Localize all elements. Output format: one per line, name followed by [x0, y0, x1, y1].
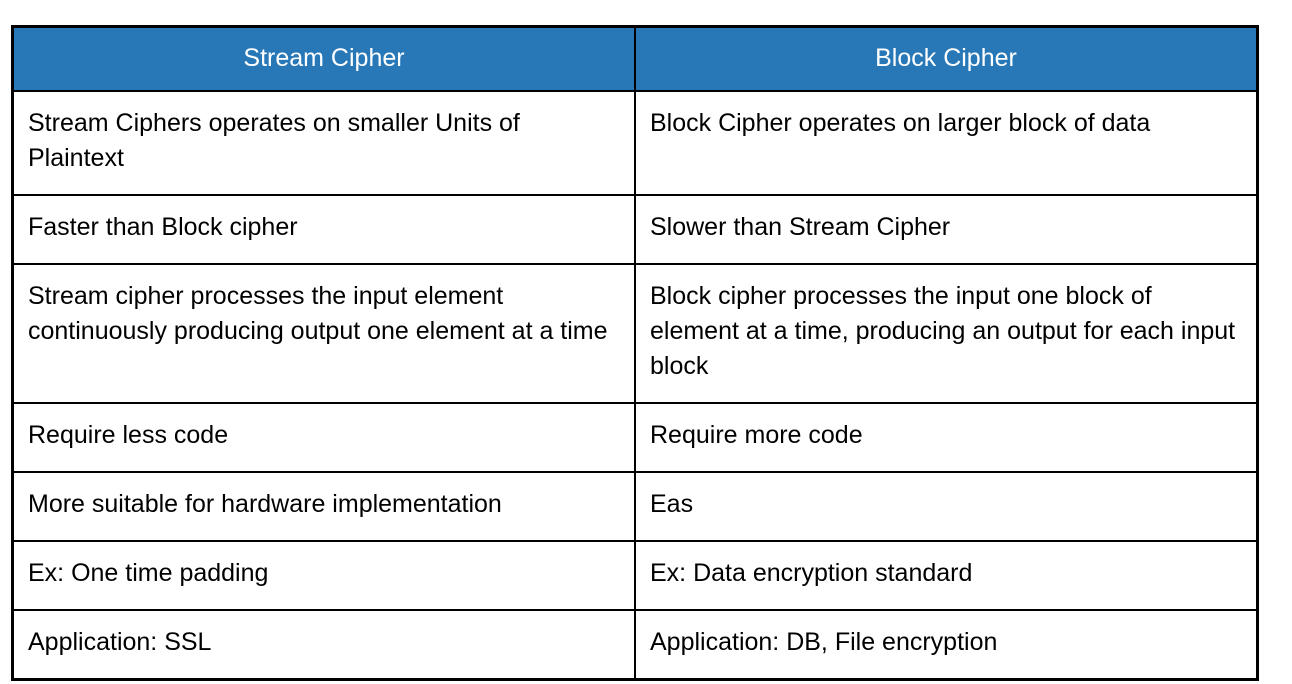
cell-block-slower: Slower than Stream Cipher: [634, 194, 1259, 265]
cell-block-processes: Block cipher processes the input one blo…: [634, 263, 1259, 404]
table-row: Ex: One time padding Ex: Data encryption…: [11, 540, 1259, 611]
cell-block-application: Application: DB, File encryption: [634, 609, 1259, 681]
cell-block-more-code: Require more code: [634, 402, 1259, 473]
table-row: Require less code Require more code: [11, 402, 1259, 473]
table-row: Application: SSL Application: DB, File e…: [11, 609, 1259, 681]
table-row: More suitable for hardware implementatio…: [11, 471, 1259, 542]
comparison-table: Stream Cipher Block Cipher Stream Cipher…: [11, 25, 1259, 681]
table-body: Stream Ciphers operates on smaller Units…: [11, 90, 1259, 681]
table-row: Faster than Block cipher Slower than Str…: [11, 194, 1259, 265]
table-header: Stream Cipher Block Cipher: [11, 25, 1259, 92]
cell-stream-processes: Stream cipher processes the input elemen…: [11, 263, 636, 404]
cell-stream-units: Stream Ciphers operates on smaller Units…: [11, 90, 636, 196]
cell-stream-example: Ex: One time padding: [11, 540, 636, 611]
header-cell-block-cipher: Block Cipher: [634, 25, 1259, 92]
cell-block-example: Ex: Data encryption standard: [634, 540, 1259, 611]
cell-stream-less-code: Require less code: [11, 402, 636, 473]
cell-block-eas: Eas: [634, 471, 1259, 542]
header-cell-stream-cipher: Stream Cipher: [11, 25, 636, 92]
cell-stream-faster: Faster than Block cipher: [11, 194, 636, 265]
cell-stream-application: Application: SSL: [11, 609, 636, 681]
cell-block-larger: Block Cipher operates on larger block of…: [634, 90, 1259, 196]
cell-stream-hardware: More suitable for hardware implementatio…: [11, 471, 636, 542]
table-header-row: Stream Cipher Block Cipher: [11, 25, 1259, 92]
table-row: Stream Ciphers operates on smaller Units…: [11, 90, 1259, 196]
table-row: Stream cipher processes the input elemen…: [11, 263, 1259, 404]
